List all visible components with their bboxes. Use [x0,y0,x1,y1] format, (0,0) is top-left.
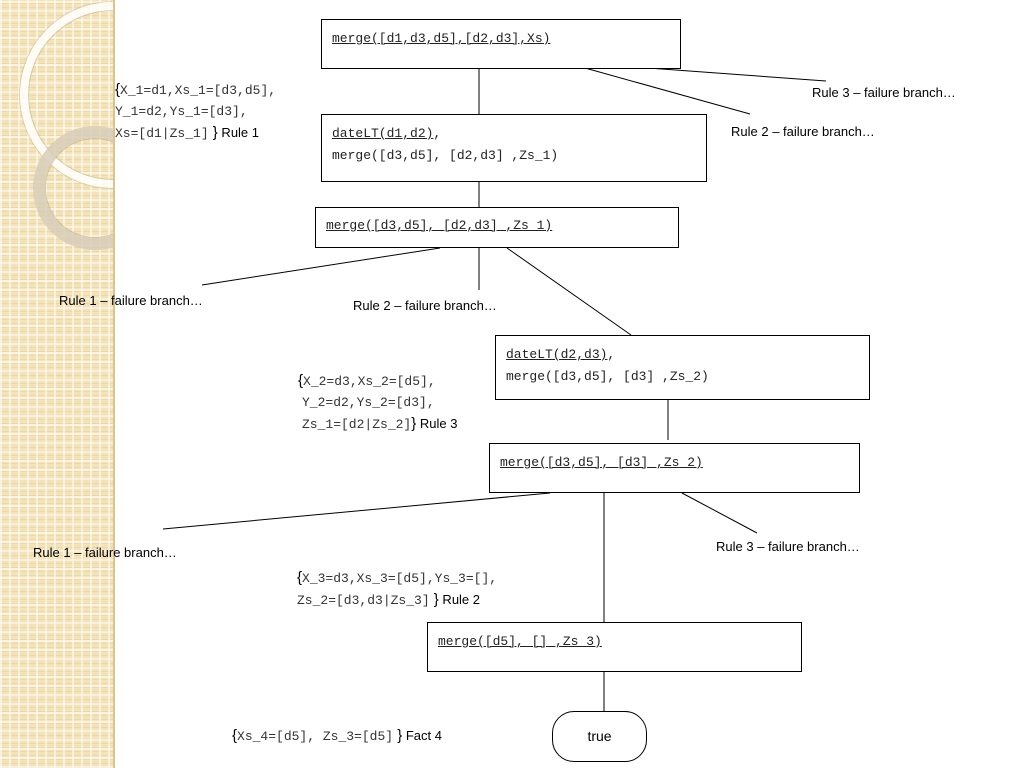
goal-text: merge([d3,d5], [d2,d3] ,Zs_1) [326,218,553,233]
binding-annotation-rule2: {X_3=d3,Xs_3=[d5],Ys_3=[], Zs_2=[d3,d3|Z… [297,569,498,608]
failure-branch-label: Rule 1 – failure branch… [59,293,203,308]
goal-text: merge([d5], [] ,Zs_3) [438,634,602,649]
failure-branch-label: Rule 2 – failure branch… [353,298,497,313]
goal-text-tail: , [433,126,442,141]
edge-failure [162,492,551,530]
goal-text: dateLT(d2,d3) [506,347,608,362]
binding-annotation-rule3: {X_2=d3,Xs_2=[d5], Y_2=d2,Ys_2=[d3], Zs_… [298,372,458,432]
goal-text-tail: , [607,347,616,362]
edge-failure [681,492,758,534]
goal-node-merge-initial: merge([d1,d3,d5],[d2,d3],Xs) [321,19,681,69]
failure-branch-label: Rule 3 – failure branch… [716,539,860,554]
goal-node-merge-zs2: merge([d3,d5], [d3] ,Zs_2) [489,443,860,493]
edge [506,247,632,336]
failure-branch-label: Rule 2 – failure branch… [731,124,875,139]
failure-branch-label: Rule 1 – failure branch… [33,545,177,560]
decorative-sidebar [0,0,115,768]
edge-failure [647,67,827,82]
goal-text: dateLT(d1,d2) [332,126,434,141]
goal-node-merge-zs1: merge([d3,d5], [d2,d3] ,Zs_1) [315,207,679,248]
goal-text: merge([d3,d5], [d3] ,Zs_2) [506,369,709,384]
goal-text: merge([d3,d5], [d2,d3] ,Zs_1) [332,148,559,163]
goal-node-merge-zs3: merge([d5], [] ,Zs_3) [427,622,802,672]
goal-text: merge([d1,d3,d5],[d2,d3],Xs) [332,31,551,46]
goal-node-datelt-d1-d2: dateLT(d1,d2), merge([d3,d5], [d2,d3] ,Z… [321,114,707,182]
binding-annotation-rule1: {X_1=d1,Xs_1=[d3,d5], Y_1=d2,Ys_1=[d3], … [115,81,277,141]
goal-node-datelt-d2-d3: dateLT(d2,d3), merge([d3,d5], [d3] ,Zs_2… [495,335,870,400]
binding-annotation-fact4: {Xs_4=[d5], Zs_3=[d5] } Fact 4 [232,727,442,744]
edge-failure [201,247,441,286]
success-node-true: true [552,711,647,762]
goal-text: merge([d3,d5], [d3] ,Zs_2) [500,455,703,470]
failure-branch-label: Rule 3 – failure branch… [812,85,956,100]
edge-failure [584,67,751,115]
